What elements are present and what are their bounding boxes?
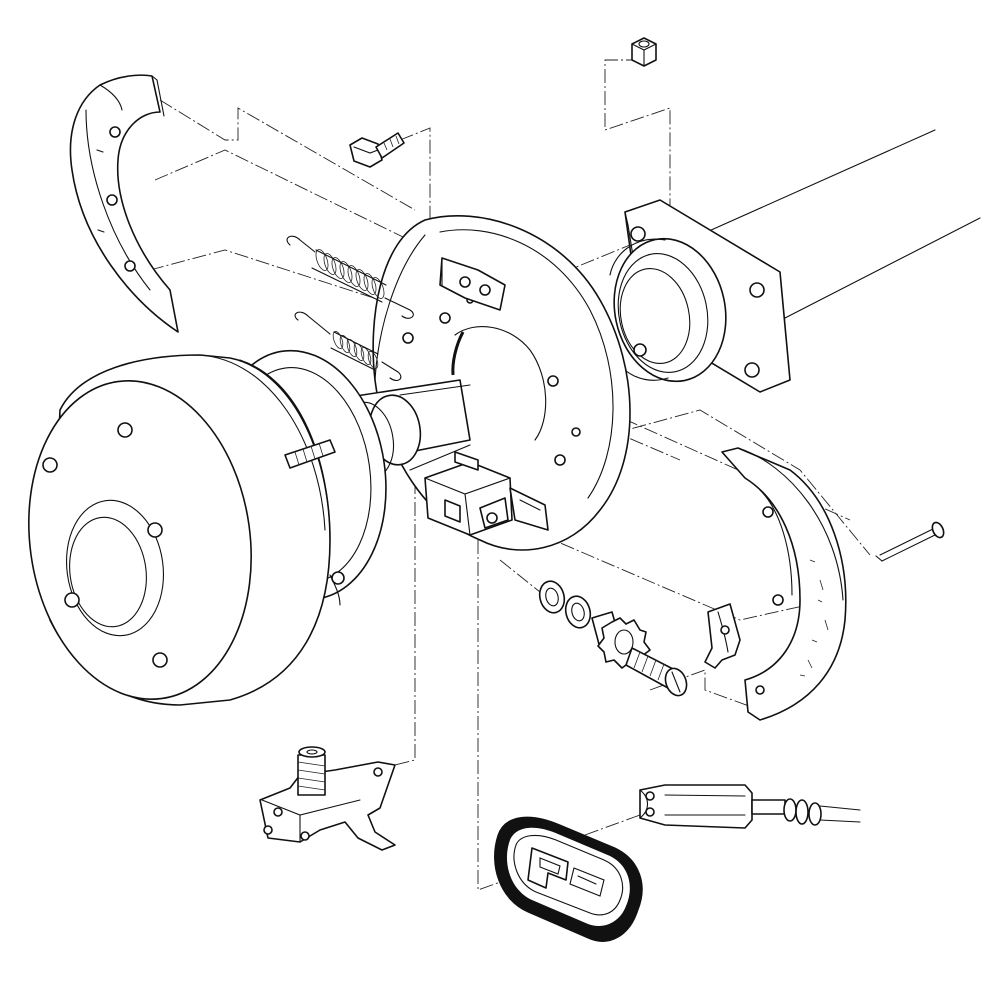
park-brake-lever <box>259 746 396 851</box>
axle-housing-flange <box>609 199 791 393</box>
hex-nut <box>631 37 657 67</box>
brake-shoe-upper <box>69 74 179 333</box>
hold-down-pin <box>875 521 945 562</box>
dust-boot <box>494 816 643 942</box>
cable-clevis <box>639 784 861 829</box>
return-spring-lower <box>294 311 402 381</box>
backing-plate <box>372 215 631 551</box>
brake-shoe-lower <box>721 447 847 721</box>
return-spring-upper <box>286 235 414 319</box>
wheel-cylinder <box>424 451 549 536</box>
washers <box>538 580 592 629</box>
adjuster-assembly <box>591 611 688 697</box>
hex-bolt <box>349 132 405 168</box>
shoe-retainer-clip <box>704 603 741 669</box>
brake-drum <box>28 349 387 706</box>
